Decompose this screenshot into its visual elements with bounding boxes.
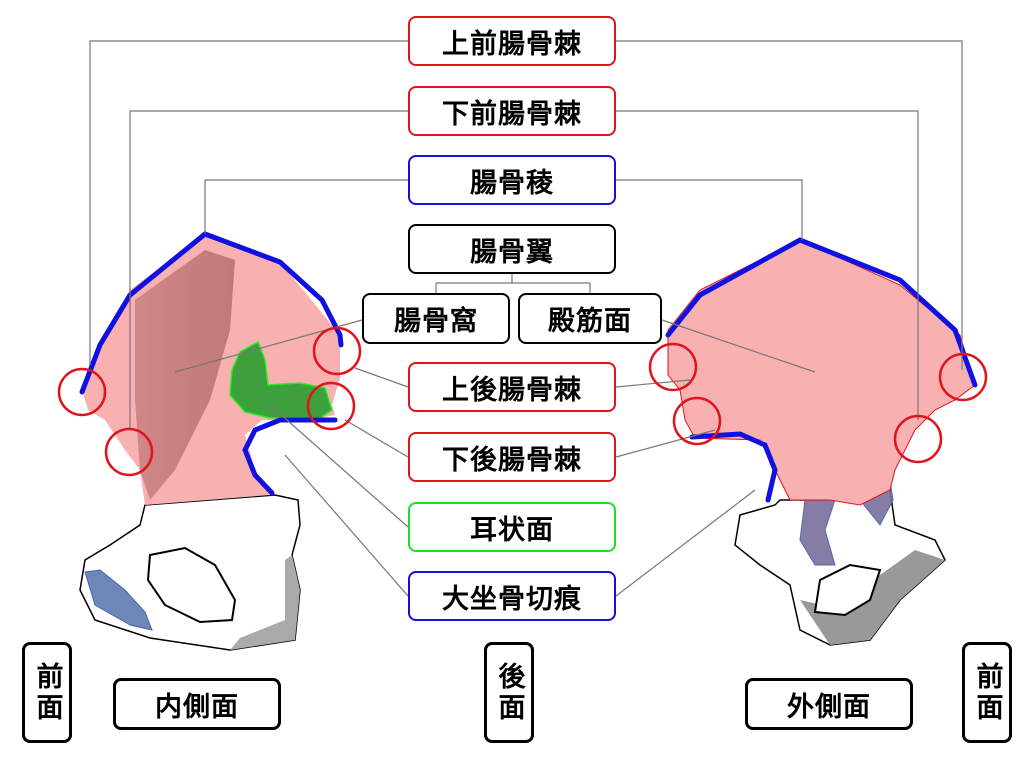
view-posterior: 後面 [484,642,534,743]
view-anterior-left: 前面 [22,642,72,743]
auricular-surface-left [229,340,333,419]
left-iliac-fossa-shade [135,250,235,500]
right-ilium [667,239,976,506]
left-sciatic-notch [242,417,338,496]
left-lower-shadow [230,555,300,650]
label-asis: 上前腸骨棘 [408,16,616,66]
right-lower-shadow [800,550,945,645]
label-piis: 下後腸骨棘 [408,432,616,482]
view-medial: 内側面 [113,678,281,730]
view-lateral: 外側面 [745,678,913,730]
label-psis: 上後腸骨棘 [408,362,616,412]
label-iliac-crest: 腸骨稜 [408,155,616,205]
right-iliac-crest [665,237,978,388]
label-gluteal-surface: 殿筋面 [518,293,662,344]
left-hip-bone [79,231,344,651]
pubic-symphysis-left [84,569,153,631]
label-greater-sciatic-notch: 大坐骨切痕 [408,571,616,621]
label-auricular-surface: 耳状面 [408,502,616,552]
label-iliac-wing: 腸骨翼 [408,224,616,274]
label-aiis: 下前腸骨棘 [408,86,616,136]
right-sciatic-notch [689,431,778,503]
view-anterior-right: 前面 [962,642,1012,743]
right-hip-bone [665,237,978,646]
obturator-foramen-right [813,563,882,617]
leader-lines [89,40,963,597]
spine-markers [57,326,988,477]
label-iliac-fossa: 腸骨窩 [362,293,510,344]
obturator-foramen-left [146,546,237,624]
